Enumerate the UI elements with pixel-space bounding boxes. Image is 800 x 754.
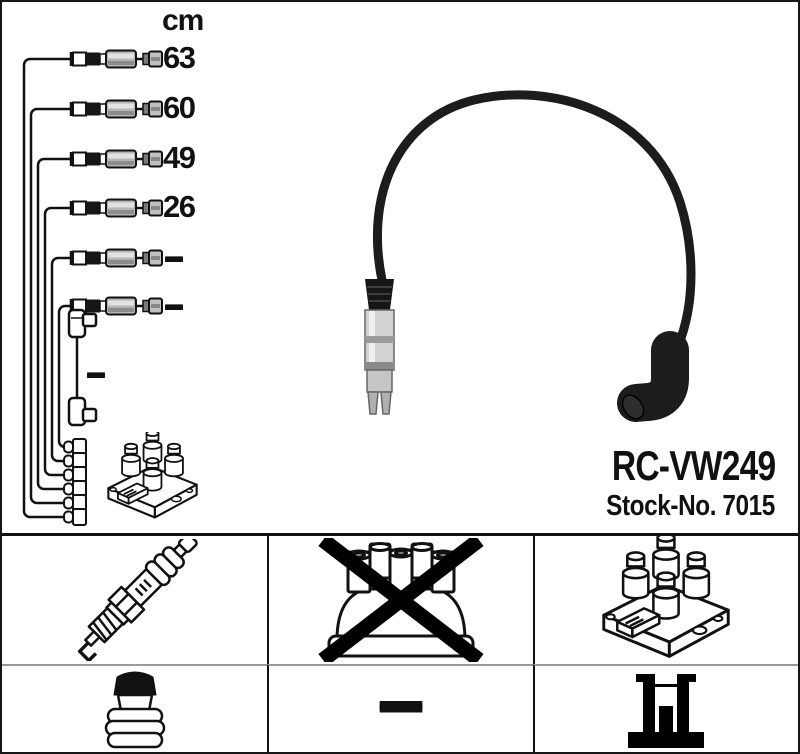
legend-grid: –	[2, 533, 798, 752]
cable-harness-diagram	[22, 49, 164, 526]
cable-length-5: –	[164, 236, 185, 277]
distributor-cap-crossed-out-icon	[318, 538, 484, 662]
legend-cell-dash: –	[267, 664, 533, 752]
coil-connector-icon	[104, 671, 165, 749]
cable-connector-row-2	[69, 99, 164, 119]
ignition-coil-drawing	[107, 432, 198, 519]
cable-connector-row-5	[69, 248, 164, 268]
length-unit-label: cm	[162, 4, 204, 37]
coil-wire-drawing	[67, 308, 98, 427]
legend-cell-spark-plug	[2, 536, 268, 664]
ignition-coil-icon	[602, 536, 731, 658]
cable-length-3: 49	[163, 140, 196, 175]
cable-length-1: 63	[163, 40, 196, 75]
cable-arc	[372, 90, 696, 361]
cable-bundle-lines	[22, 57, 71, 519]
bundle-end-connectors	[63, 438, 87, 526]
angled-boot-connector	[617, 331, 689, 422]
product-code: RC-VW249	[611, 442, 775, 489]
cable-length-2: 60	[163, 90, 196, 125]
cable-length-4: 26	[163, 189, 196, 224]
main-panel: cm 63 60 49 26 – – –	[2, 2, 798, 533]
cable-length-6: –	[164, 284, 185, 325]
spark-plug-icon	[78, 539, 198, 661]
cross-out-x-icon	[318, 538, 484, 662]
cable-connector-row-4	[69, 198, 164, 218]
cable-connector-row-1	[69, 49, 164, 69]
legend-dash: –	[377, 664, 425, 749]
coil-wire-length: –	[86, 352, 107, 393]
ignition-lead-photo	[364, 90, 696, 422]
legend-cell-terminal	[532, 664, 798, 752]
stock-number: Stock-No. 7015	[606, 490, 775, 522]
legend-cell-ignition-coil	[532, 536, 798, 664]
straight-plug-connector	[364, 279, 395, 415]
terminal-cross-section-icon	[628, 674, 705, 748]
cable-connector-row-3	[69, 149, 164, 169]
legend-cell-coil-connector	[2, 664, 268, 752]
legend-cell-distributor-cap	[267, 536, 533, 664]
